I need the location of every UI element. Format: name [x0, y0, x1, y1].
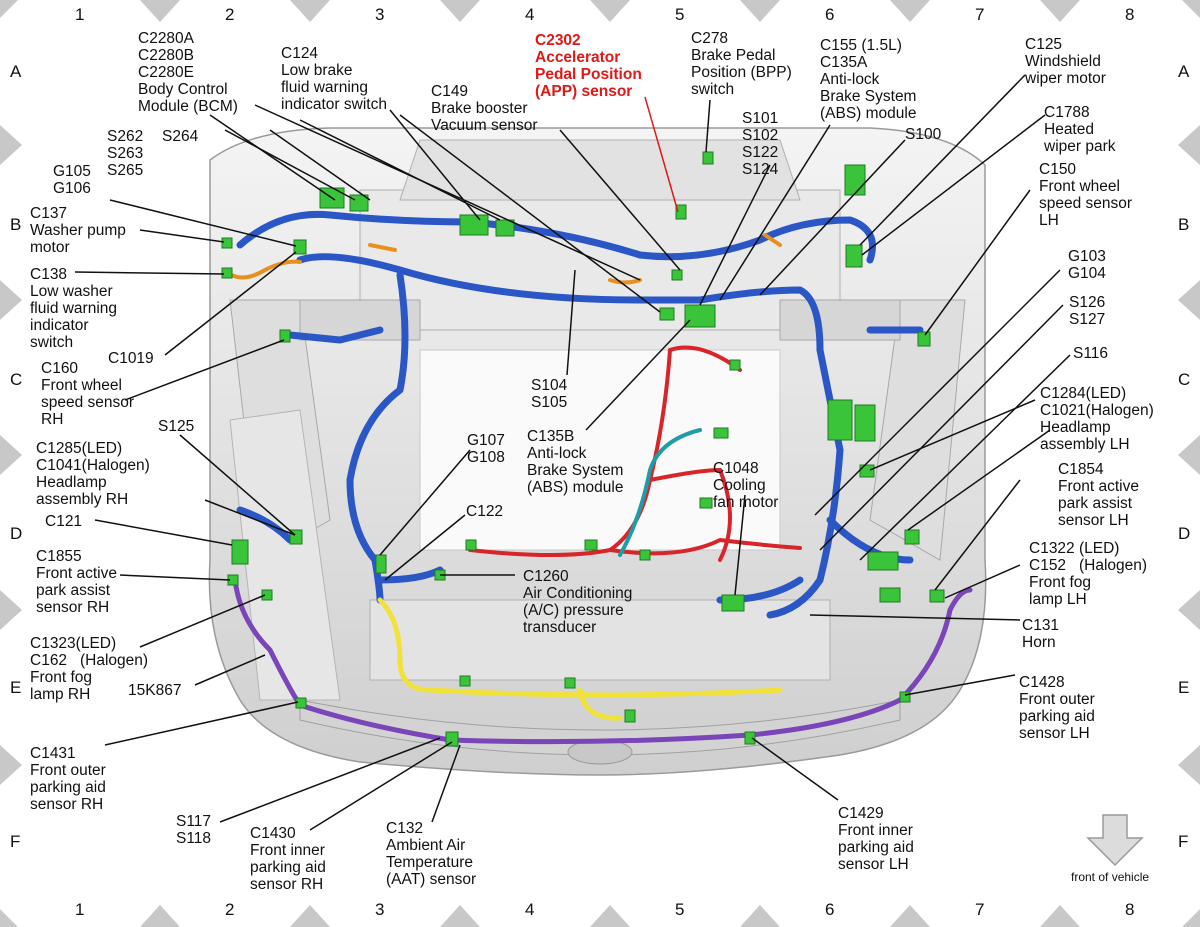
label-c132-aat: C132 Ambient Air Temperature (AAT) senso…	[386, 820, 477, 888]
label-c1048: C1048 Cooling fan motor	[713, 460, 779, 511]
grid-col-6-bottom: 6	[825, 900, 835, 919]
label-c2302-app-sensor: C2302 Accelerator Pedal Position (APP) s…	[535, 32, 642, 100]
label-c1019: C1019	[108, 350, 154, 367]
harness-teal	[618, 428, 702, 557]
grid-col-1: 1	[75, 5, 85, 24]
grid-col-2-bottom: 2	[225, 900, 235, 919]
label-c1855: C1855 Front active park assist sensor RH	[36, 548, 117, 616]
harness-yellow	[377, 597, 783, 721]
grid-col-8: 8	[1125, 5, 1135, 24]
label-s126-group: S126 S127	[1069, 294, 1106, 328]
label-g105-group: G105 G106	[53, 163, 91, 197]
label-c121: C121	[45, 513, 83, 530]
harness-orange	[223, 233, 782, 285]
label-c137: C137 Washer pump motor	[30, 205, 126, 256]
label-c1260-ac: C1260 Air Conditioning (A/C) pressure tr…	[523, 568, 633, 636]
label-s104-group: S104 S105	[531, 377, 568, 411]
label-c278: C278 Brake Pedal Position (BPP) switch	[691, 30, 792, 98]
label-s117-group: S117 S118	[176, 813, 212, 847]
leader-lines	[74, 74, 1071, 831]
label-c131-horn: C131 Horn	[1022, 617, 1060, 651]
label-s262-group: S262 S263 S265	[107, 128, 144, 179]
grid-col-4: 4	[525, 5, 535, 24]
label-s125: S125	[158, 418, 195, 435]
label-g107-group: G107 G108	[467, 432, 505, 466]
label-c155-abs: C155 (1.5L) C135A Anti-lock Brake System…	[820, 37, 917, 122]
label-c1284-headlamp-lh: C1284(LED) C1021(Halogen) Headlamp assem…	[1040, 385, 1154, 453]
label-s101-group: S101 S102 S122 S124	[742, 110, 779, 178]
label-c150: C150 Front wheel speed sensor LH	[1039, 161, 1133, 229]
label-c125: C125 Windshield wiper motor	[1025, 36, 1106, 87]
grid-col-7-bottom: 7	[975, 900, 985, 919]
label-c160: C160 Front wheel speed sensor RH	[41, 360, 135, 428]
grid-row-b: B	[10, 215, 22, 234]
grid-row-f: F	[10, 832, 21, 851]
harness-purple	[232, 577, 973, 745]
label-c1322-fog-lh: C1322 (LED) C152 (Halogen) Front fog lam…	[1029, 540, 1148, 608]
front-of-vehicle-label: front of vehicle	[1071, 870, 1150, 884]
grid-col-1-bottom: 1	[75, 900, 85, 919]
label-c1285-headlamp-rh: C1285(LED) C1041(Halogen) Headlamp assem…	[36, 440, 150, 508]
label-c1428: C1428 Front outer parking aid sensor LH	[1019, 674, 1095, 742]
grid-row-e: E	[10, 678, 22, 697]
grid-col-2: 2	[225, 5, 235, 24]
label-c1788: C1788 Heated wiper park	[1044, 104, 1116, 155]
label-c122: C122	[466, 503, 504, 520]
grid-col-7: 7	[975, 5, 985, 24]
front-of-vehicle-arrow-icon	[1086, 814, 1144, 867]
grid-row-a-right: A	[1178, 62, 1190, 81]
grid-row-e-right: E	[1178, 678, 1190, 697]
label-15k867: 15K867	[128, 682, 182, 699]
app-sensor-leader	[644, 96, 679, 213]
label-c1431: C1431 Front outer parking aid sensor RH	[30, 745, 106, 813]
grid-col-6: 6	[825, 5, 835, 24]
label-c1429: C1429 Front inner parking aid sensor LH	[838, 805, 914, 873]
grid-row-a: A	[10, 62, 22, 81]
grid-row-c-right: C	[1178, 370, 1191, 389]
grid-col-8-bottom: 8	[1125, 900, 1135, 919]
label-c124: C124 Low brake fluid warning indicator s…	[281, 45, 387, 113]
label-c135b-abs: C135B Anti-lock Brake System (ABS) modul…	[527, 428, 624, 496]
label-c138: C138 Low washer fluid warning indicator …	[30, 266, 118, 351]
grid-row-d: D	[10, 524, 23, 543]
grid-col-5: 5	[675, 5, 685, 24]
label-c1430: C1430 Front inner parking aid sensor RH	[250, 825, 326, 893]
grid-col-5-bottom: 5	[675, 900, 685, 919]
label-c1323-fog-rh: C1323(LED) C162 (Halogen) Front fog lamp…	[30, 635, 149, 703]
connectors	[221, 151, 945, 747]
label-g103-group: G103 G104	[1068, 248, 1106, 282]
label-c1854: C1854 Front active park assist sensor LH	[1058, 461, 1139, 529]
label-s100: S100	[905, 126, 942, 143]
grid-row-d-right: D	[1178, 524, 1191, 543]
grid-row-f-right: F	[1178, 832, 1189, 851]
label-c2280-bcm: C2280A C2280B C2280E Body Control Module…	[138, 30, 238, 115]
grid-col-3-bottom: 3	[375, 900, 385, 919]
grid-row-c: C	[10, 370, 23, 389]
grid-row-b-right: B	[1178, 215, 1190, 234]
grid-col-4-bottom: 4	[525, 900, 535, 919]
label-s116: S116	[1073, 345, 1109, 362]
grid-col-3: 3	[375, 5, 385, 24]
label-s264: S264	[162, 128, 199, 145]
label-c149: C149 Brake booster Vacuum sensor	[431, 83, 538, 134]
